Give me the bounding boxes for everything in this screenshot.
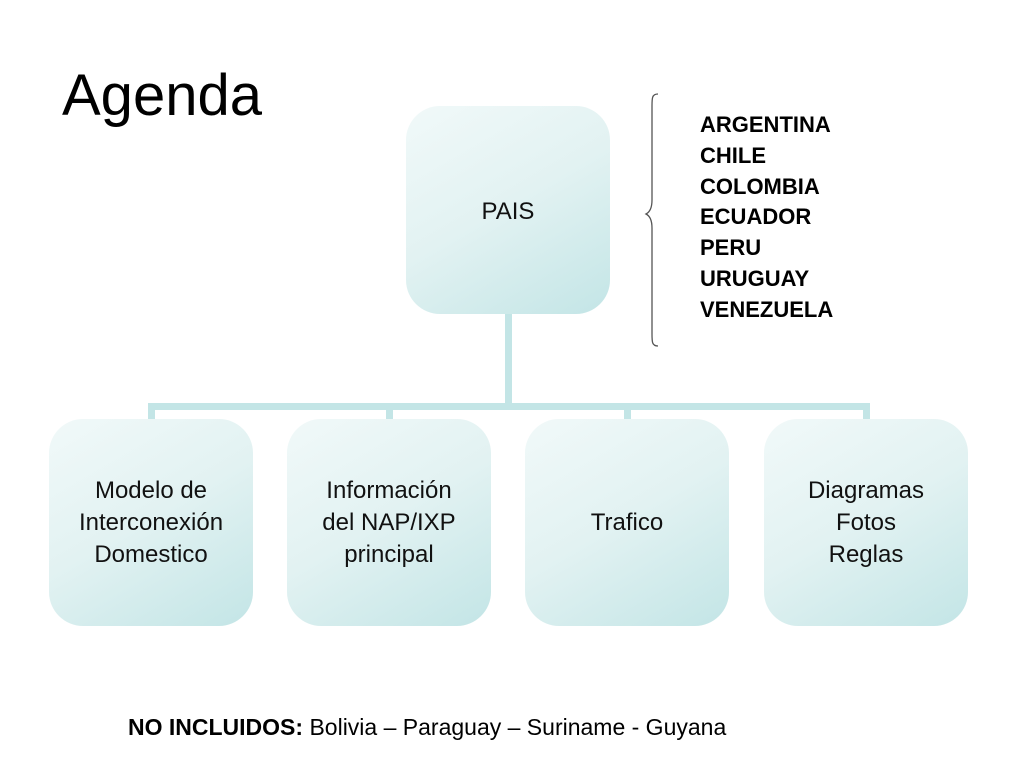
- country-item: ECUADOR: [700, 204, 812, 230]
- connector-drop-1: [148, 403, 155, 419]
- footer-note: NO INCLUIDOS: Bolivia – Paraguay – Surin…: [128, 712, 726, 742]
- node-line: principal: [344, 540, 434, 568]
- page-title: Agenda: [62, 63, 262, 128]
- connector-drop-2: [386, 403, 393, 419]
- connector-drop-4: [863, 403, 870, 419]
- country-list: ARGENTINA CHILE COLOMBIA ECUADOR PERU UR…: [700, 110, 833, 326]
- node-line: Interconexión: [78, 508, 224, 536]
- node-modelo-interconexion: Modelo de Interconexión Domestico: [49, 419, 253, 626]
- node-pais: PAIS: [406, 106, 610, 314]
- node-trafico: Trafico: [525, 419, 729, 626]
- node-line: Modelo de: [94, 476, 208, 504]
- country-item: CHILE: [700, 142, 766, 168]
- connector-root-stem: [505, 314, 512, 404]
- country-item: PERU: [700, 235, 762, 261]
- footer-label: NO INCLUIDOS:: [128, 714, 304, 740]
- node-line: Domestico: [94, 540, 208, 568]
- country-item: ARGENTINA: [700, 112, 831, 137]
- connector-horizontal-bar: [148, 403, 870, 410]
- country-item: COLOMBIA: [700, 173, 820, 199]
- node-line: Fotos: [835, 508, 896, 536]
- curly-brace-icon: [644, 93, 659, 347]
- footer-text: Bolivia – Paraguay – Suriname - Guyana: [309, 714, 727, 740]
- country-item: VENEZUELA: [700, 296, 834, 322]
- connector-drop-3: [624, 403, 631, 419]
- node-line: del NAP/IXP: [322, 508, 456, 536]
- node-line: Diagramas: [807, 476, 925, 504]
- node-line: Información: [326, 476, 452, 504]
- node-informacion-nap: Información del NAP/IXP principal: [287, 419, 491, 626]
- node-line: Trafico: [590, 508, 664, 536]
- country-item: URUGUAY: [700, 265, 810, 291]
- node-pais-label: PAIS: [481, 198, 535, 225]
- node-line: Reglas: [828, 540, 904, 568]
- node-diagramas: Diagramas Fotos Reglas: [764, 419, 968, 626]
